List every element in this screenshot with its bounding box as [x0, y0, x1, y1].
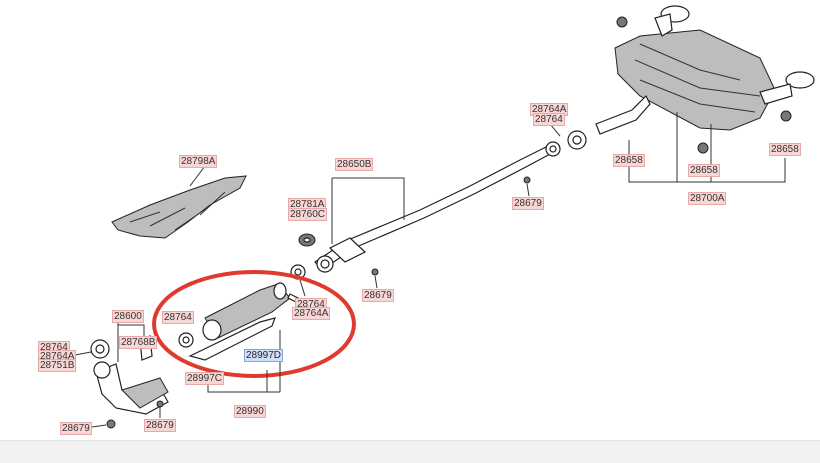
callout-28679-front[interactable]: 28679 [144, 419, 176, 432]
leader-28764-rear [549, 123, 561, 137]
leader-28764-front [74, 351, 92, 356]
callout-28700A[interactable]: 28700A [688, 192, 727, 205]
callout-28679-center[interactable]: 28679 [362, 289, 394, 302]
muffler-28700A [567, 5, 815, 154]
callout-28764-rear[interactable]: 28764 [533, 113, 565, 126]
bracket-28700A [628, 152, 786, 183]
callout-28798A[interactable]: 28798A [179, 155, 218, 168]
callout-28679-rear[interactable]: 28679 [512, 197, 544, 210]
callout-28600[interactable]: 28600 [112, 310, 144, 323]
footer-bar [0, 440, 820, 463]
front-pipe-28600 [90, 335, 169, 429]
callout-28679-bottom[interactable]: 28679 [60, 422, 92, 435]
leader-28764A-center [299, 279, 306, 297]
highlight-oval [152, 270, 356, 378]
callout-28658-mid[interactable]: 28658 [688, 164, 720, 177]
leader-28679-center [374, 275, 378, 289]
callout-28760C[interactable]: 28760C [288, 208, 328, 221]
callout-28751B[interactable]: 28751B [38, 359, 77, 372]
callout-28768B[interactable]: 28768B [119, 336, 158, 349]
heat-shield-28798A [111, 175, 247, 239]
callout-28997D[interactable]: 28997D [244, 349, 284, 362]
diagram-artwork [74, 5, 815, 429]
bracket-28650B [332, 177, 405, 220]
leader-28679-bottom [91, 424, 107, 428]
bracket-28990 [207, 370, 268, 393]
hanger-28781A [298, 233, 316, 247]
callout-28658-right[interactable]: 28658 [769, 143, 801, 156]
callout-28658-left[interactable]: 28658 [613, 154, 645, 167]
center-pipe-28650B [314, 141, 561, 271]
callout-28650B[interactable]: 28650B [335, 158, 374, 171]
catalytic-converter-28990 [178, 282, 307, 361]
leader-28679-rear [526, 183, 530, 197]
callout-28997C[interactable]: 28997C [185, 372, 225, 385]
callout-28764A-center[interactable]: 28764A [292, 307, 331, 320]
nut-28679-center [371, 268, 379, 276]
exhaust-parts-diagram: 28798A 28650B 28781A 28760C 28679 28764 … [38, 5, 815, 435]
leader-28798A [189, 165, 206, 187]
callout-28764-cat[interactable]: 28764 [162, 311, 194, 324]
callout-28990[interactable]: 28990 [234, 405, 266, 418]
nut-28679-rear [523, 176, 531, 184]
